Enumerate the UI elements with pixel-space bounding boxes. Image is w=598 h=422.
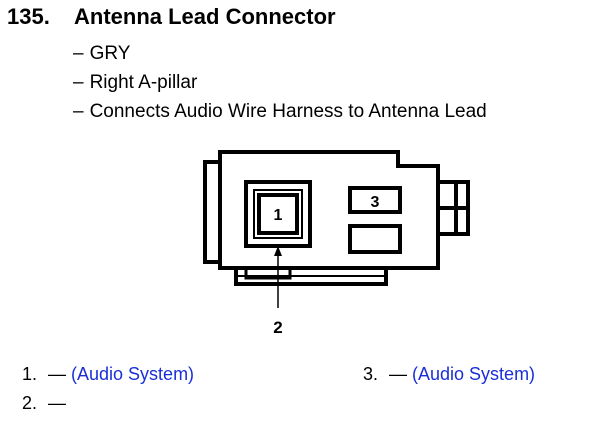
detail-function: –Connects Audio Wire Harness to Antenna … [73,101,487,123]
connector-title: Antenna Lead Connector [74,4,336,29]
detail-text: Connects Audio Wire Harness to Antenna L… [89,101,487,122]
detail-dash: – [73,72,84,93]
terminal-1-label: 1 [274,207,283,224]
pin-row-1: 1. — (Audio System) [22,363,194,385]
terminal-3-box [348,186,402,214]
terminal-1-inner [257,193,299,235]
detail-color: –GRY [73,43,130,65]
pin-number: 2. [22,393,38,413]
pin-number: 1. [22,364,38,384]
terminal-1-mid [253,189,303,239]
pin-dash: — [48,364,66,384]
connector-body [218,150,440,270]
pin-dash: — [389,364,407,384]
detail-location: –Right A-pillar [73,72,197,94]
pin-number: 3. [363,364,379,384]
pin-row-3: 3. — (Audio System) [363,363,535,385]
detail-dash: – [73,43,84,64]
connector-heading: 135. Antenna Lead Connector [7,4,336,30]
detail-text: GRY [89,43,131,64]
audio-system-link[interactable]: (Audio System) [71,364,195,384]
pin-row-2: 2. — [22,392,66,414]
detail-dash: – [73,101,84,122]
callout-2-label: 2 [273,318,282,337]
detail-text: Right A-pillar [89,72,198,93]
callout-arrowhead [274,246,282,256]
terminal-2-slot [244,266,292,280]
terminal-3-label: 3 [371,194,380,211]
item-number: 135. [7,4,50,29]
terminal-empty-box [348,224,402,254]
audio-system-link[interactable]: (Audio System) [412,364,536,384]
pin-dash: — [48,393,66,413]
